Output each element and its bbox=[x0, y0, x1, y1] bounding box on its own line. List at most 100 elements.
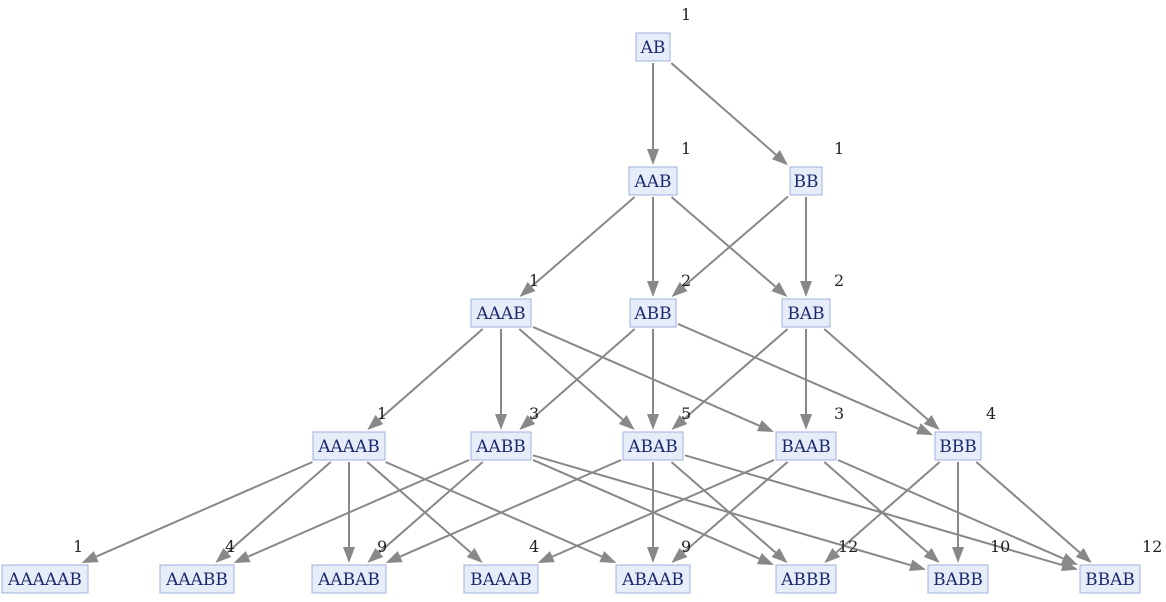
edge-ABAB-to-ABBB bbox=[670, 461, 788, 563]
edge-BBB-to-ABBB bbox=[824, 461, 941, 563]
node-label: BAAAB bbox=[470, 570, 532, 590]
arrowhead-icon bbox=[618, 414, 635, 430]
node-BABB: BABB bbox=[927, 564, 989, 594]
arrowhead-icon bbox=[915, 423, 933, 436]
arrowhead-icon bbox=[771, 547, 788, 563]
edge-AAB-to-ABB bbox=[647, 197, 659, 297]
arrowhead-icon bbox=[756, 553, 774, 566]
edge-line bbox=[95, 461, 313, 558]
node-label: ABBB bbox=[780, 570, 831, 590]
edge-AAAAB-to-BAAAB bbox=[366, 461, 483, 563]
node-BBAB: BBAB bbox=[1079, 564, 1141, 594]
edge-line bbox=[532, 454, 911, 567]
edge-line bbox=[670, 196, 776, 288]
edge-BAB-to-BBB bbox=[823, 328, 940, 430]
count-label-AAAB: 1 bbox=[529, 271, 539, 290]
arrowhead-icon bbox=[923, 547, 940, 563]
node-box bbox=[159, 564, 235, 594]
edge-line bbox=[975, 461, 1081, 554]
arrowhead-icon bbox=[233, 551, 251, 563]
edge-AAAAB-to-AAAAAB bbox=[81, 461, 313, 563]
edge-AAAB-to-AABB bbox=[495, 329, 507, 430]
edge-line bbox=[835, 461, 941, 554]
count-label-BBB: 4 bbox=[986, 404, 996, 423]
node-box bbox=[1079, 564, 1141, 594]
node-box bbox=[789, 166, 823, 196]
node-label: ABAB bbox=[627, 437, 678, 457]
edge-BAB-to-ABAB bbox=[671, 328, 789, 430]
edge-AAAAB-to-ABAAB bbox=[385, 461, 617, 563]
arrowhead-icon bbox=[772, 150, 788, 166]
edge-AAB-to-BAB bbox=[670, 196, 788, 297]
node-label: ABB bbox=[633, 304, 671, 324]
node-box bbox=[311, 564, 387, 594]
arrowhead-icon bbox=[537, 551, 555, 563]
count-label-AABAB: 9 bbox=[377, 537, 387, 556]
arrowhead-icon bbox=[519, 414, 536, 430]
node-AABAB: AABAB bbox=[311, 564, 387, 594]
node-box bbox=[934, 431, 982, 461]
edges-layer bbox=[81, 62, 1092, 571]
node-AB: AB bbox=[635, 32, 671, 62]
arrowhead-icon bbox=[367, 547, 384, 563]
edge-line bbox=[530, 196, 636, 288]
edge-ABB-to-AABB bbox=[519, 328, 636, 430]
edge-ABAB-to-ABAAB bbox=[647, 462, 659, 563]
count-label-BB: 1 bbox=[834, 139, 844, 158]
node-BAB: BAB bbox=[781, 298, 831, 328]
edge-line bbox=[670, 62, 777, 156]
node-box bbox=[1, 564, 89, 594]
arrowhead-icon bbox=[952, 547, 964, 563]
node-label: AAAAB bbox=[317, 437, 380, 457]
node-box bbox=[470, 431, 532, 461]
node-AABB: AABB bbox=[470, 431, 532, 461]
arrowhead-icon bbox=[1075, 547, 1092, 563]
arrowhead-icon bbox=[671, 414, 688, 430]
edge-AABB-to-ABBB bbox=[532, 459, 774, 566]
edge-BBB-to-BABB bbox=[952, 462, 964, 563]
edge-ABB-to-ABAB bbox=[647, 329, 659, 430]
node-BB: BB bbox=[789, 166, 823, 196]
node-BAAB: BAAB bbox=[775, 431, 837, 461]
edge-ABB-to-BBB bbox=[677, 322, 933, 436]
edge-line bbox=[366, 461, 472, 554]
edge-line bbox=[683, 195, 789, 288]
edge-line bbox=[532, 326, 760, 427]
count-label-ABBB: 12 bbox=[838, 537, 858, 556]
count-label-AB: 1 bbox=[681, 5, 691, 24]
edge-line bbox=[385, 461, 603, 558]
node-box bbox=[927, 564, 989, 594]
arrowhead-icon bbox=[647, 149, 659, 165]
arrowhead-icon bbox=[923, 414, 940, 430]
edge-BAAB-to-BBAB bbox=[837, 459, 1078, 565]
arrowhead-icon bbox=[343, 547, 355, 563]
edge-ABAB-to-AABAB bbox=[385, 459, 622, 563]
node-AAAB: AAAB bbox=[470, 298, 532, 328]
node-box bbox=[629, 298, 677, 328]
edge-line bbox=[823, 461, 929, 554]
edge-AAAB-to-ABAB bbox=[518, 328, 635, 430]
arrowhead-icon bbox=[81, 551, 99, 563]
count-label-BBAB: 12 bbox=[1142, 537, 1162, 556]
node-label: AAAAAB bbox=[7, 570, 82, 590]
edge-AB-to-BB bbox=[670, 62, 788, 166]
node-label: AB bbox=[640, 38, 666, 58]
arrowhead-icon bbox=[800, 414, 812, 430]
edge-line bbox=[530, 328, 636, 421]
arrowhead-icon bbox=[367, 414, 384, 430]
edge-line bbox=[823, 328, 929, 421]
edge-line bbox=[399, 459, 622, 558]
node-label: BB bbox=[794, 172, 819, 192]
edge-line bbox=[378, 461, 484, 554]
edge-AABB-to-BABB bbox=[532, 454, 926, 571]
arrowhead-icon bbox=[215, 547, 232, 563]
node-label: BBB bbox=[939, 437, 976, 457]
edge-AAAAB-to-AAABB bbox=[215, 461, 332, 563]
edge-line bbox=[682, 461, 789, 554]
node-AAABB: AAABB bbox=[159, 564, 235, 594]
node-BAAAB: BAAAB bbox=[463, 564, 539, 594]
node-box bbox=[628, 166, 678, 196]
node-box bbox=[615, 564, 691, 594]
count-label-BAAAB: 4 bbox=[529, 537, 539, 556]
